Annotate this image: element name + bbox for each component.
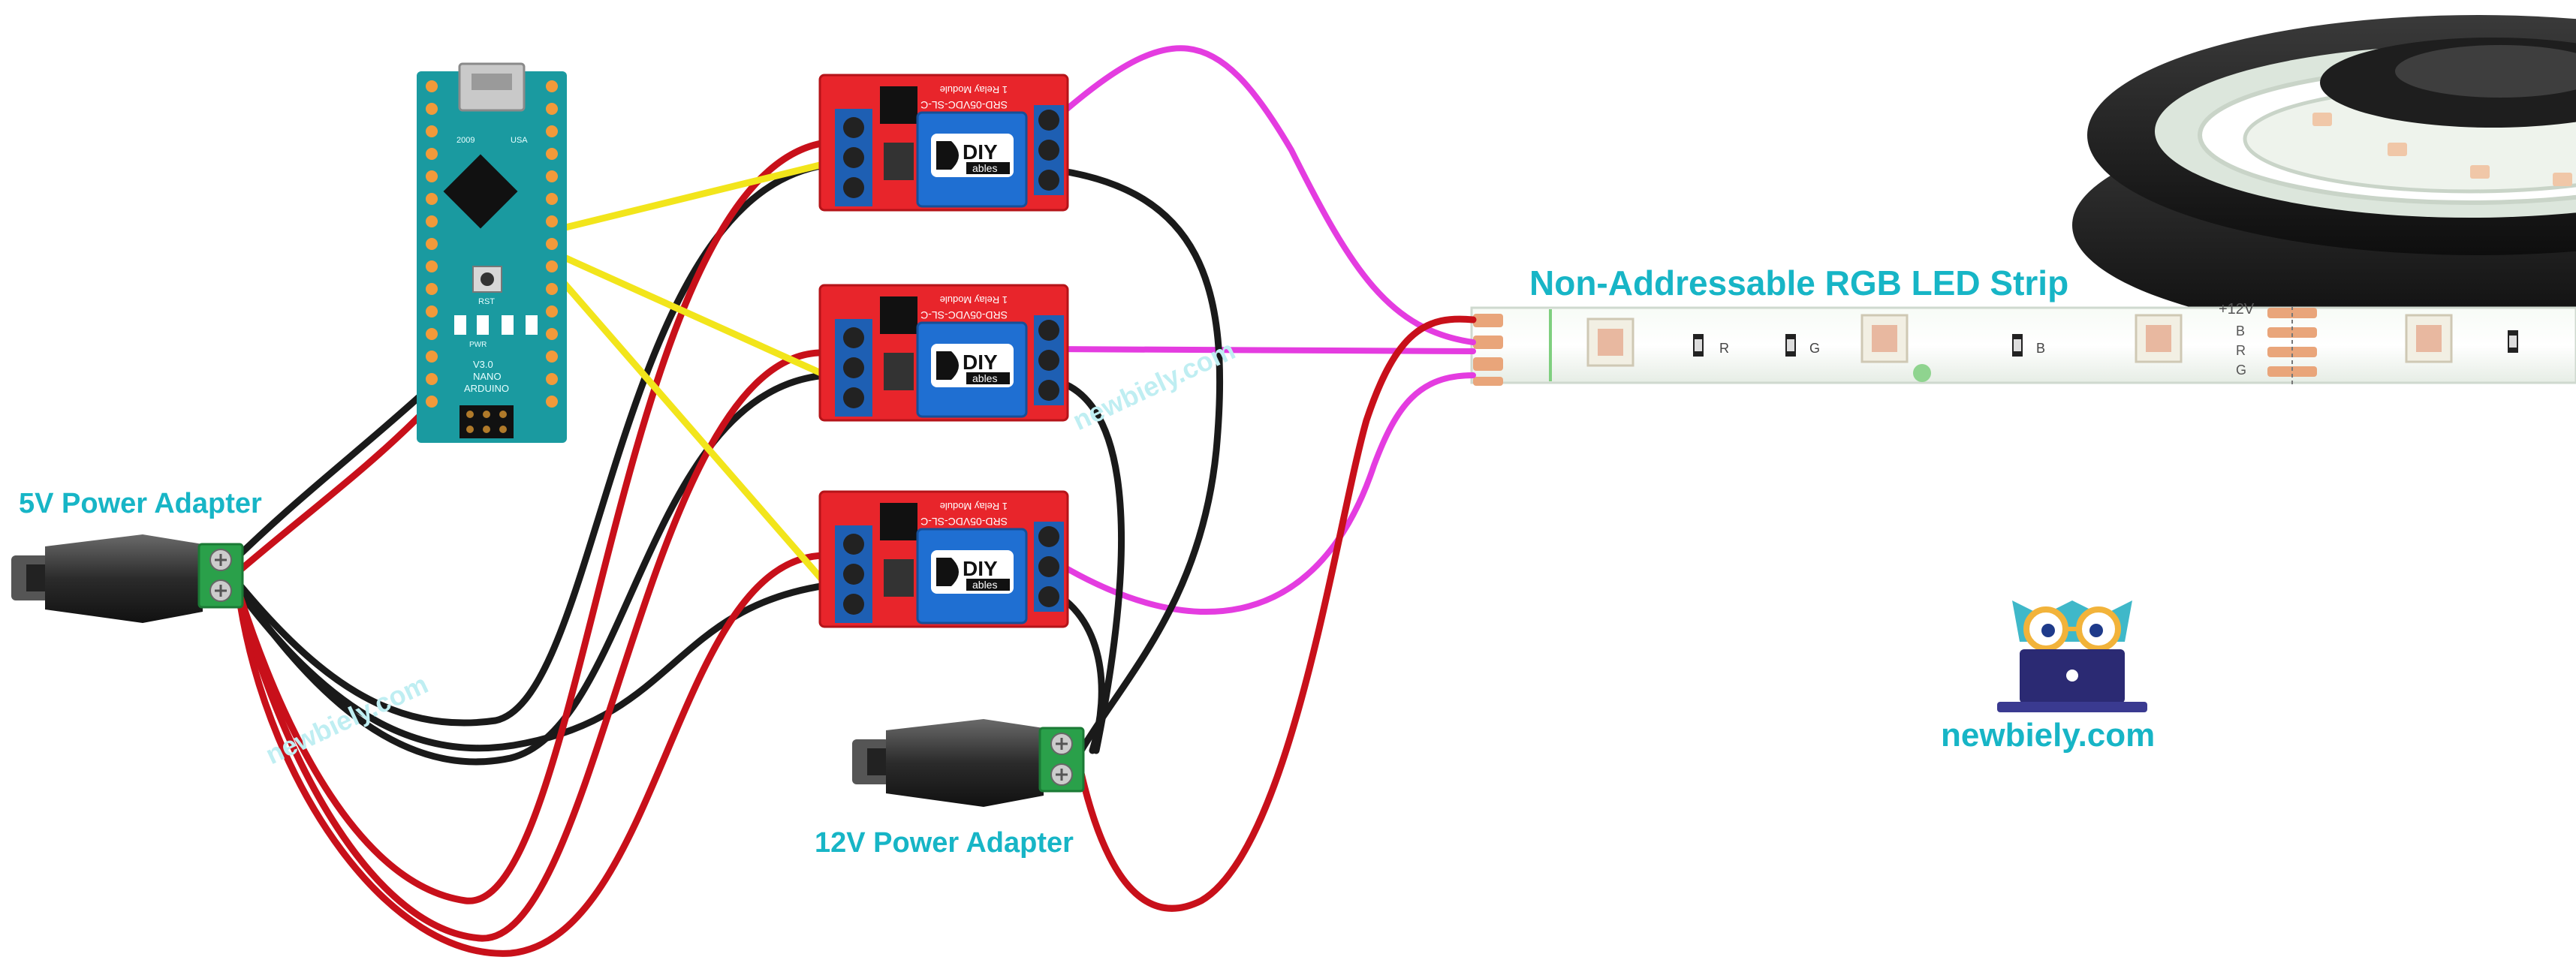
resistor-label-b: B <box>2036 341 2045 356</box>
wire-black <box>1044 375 1125 754</box>
arduino-year-text: 2009 <box>456 136 475 145</box>
wire-red <box>229 405 430 580</box>
pad-label-b: B <box>2236 324 2245 339</box>
resistor-label-r: R <box>1719 341 1729 356</box>
adapter-5v-label: 5V Power Adapter <box>19 488 262 519</box>
relay-module: DIY ables SRD-05VDC-SL-C 1 Relay Module <box>818 490 1069 628</box>
resistor <box>2012 334 2023 357</box>
wire-black <box>237 582 830 752</box>
relay-title-text: 1 Relay Module <box>940 501 1008 512</box>
arduino-nano: RST PWR V3.0 NANO ARDUINO USA 2009 <box>417 62 567 443</box>
relay-title-text: 1 Relay Module <box>940 294 1008 305</box>
wire-red <box>237 349 830 942</box>
wire-black <box>1044 165 1224 754</box>
led-chip <box>1860 314 1909 363</box>
led-strip: R G B +12V B R G <box>1470 301 2576 386</box>
newbiely-owl-logo <box>1997 600 2147 712</box>
led-strip-label: Non-Addressable RGB LED Strip <box>1529 263 2069 302</box>
led-chip <box>1586 317 1634 367</box>
brand-label: newbiely.com <box>1941 717 2156 754</box>
relay-model-text: SRD-05VDC-SL-C <box>920 516 1008 528</box>
relay-model-text: SRD-05VDC-SL-C <box>920 309 1008 321</box>
led-chip <box>2135 314 2183 363</box>
power-adapter-5v <box>11 534 244 623</box>
wire-black <box>237 161 830 727</box>
wire-yellow <box>556 274 830 588</box>
relay-logo-bottom: ables <box>972 579 997 591</box>
wire-red <box>237 552 830 957</box>
arduino-board-text: ARDUINO <box>464 383 509 394</box>
arduino-reset-label: RST <box>478 297 495 306</box>
relay-logo-top: DIY <box>963 351 998 374</box>
wire-yellow <box>556 251 830 379</box>
relay-logo-bottom: ables <box>972 372 997 384</box>
wire-magenta <box>1044 346 1476 354</box>
strip-input-pads <box>1473 314 1503 386</box>
adapter-12v-label: 12V Power Adapter <box>815 827 1074 859</box>
arduino-version-text: V3.0 <box>473 359 493 370</box>
relay-model-text: SRD-05VDC-SL-C <box>920 99 1008 111</box>
pad-label-r: R <box>2236 343 2246 358</box>
arduino-leds <box>454 315 538 335</box>
arduino-left-pins <box>426 80 438 408</box>
led-chip <box>2405 314 2453 363</box>
relay-module: DIY ables SRD-05VDC-SL-C 1 Relay Module <box>818 74 1069 212</box>
wire-black <box>229 387 430 565</box>
wire-yellow <box>556 160 830 233</box>
pad-label-12v: +12V <box>2219 301 2255 317</box>
resistor-label-g: G <box>1809 341 1820 356</box>
resistor <box>1693 334 1704 357</box>
relay-logo-top: DIY <box>963 557 998 580</box>
led-strip-reel <box>2072 15 2576 338</box>
wire-red <box>237 139 830 904</box>
wire-magenta <box>1044 45 1476 345</box>
relay-title-text: 1 Relay Module <box>940 84 1008 95</box>
pad-label-g: G <box>2236 363 2246 378</box>
arduino-right-pins <box>546 80 558 408</box>
relay-module: DIY ables SRD-05VDC-SL-C 1 Relay Module <box>818 284 1069 422</box>
resistor <box>1785 334 1796 357</box>
power-adapter-12v <box>852 719 1085 807</box>
arduino-pwr-label: PWR <box>469 341 487 349</box>
relay-logo-top: DIY <box>963 140 998 164</box>
arduino-model-text: NANO <box>473 371 502 382</box>
relay-logo-bottom: ables <box>972 162 997 174</box>
arduino-country-text: USA <box>511 136 528 145</box>
resistor <box>2508 330 2518 353</box>
wire-red <box>1077 315 1477 912</box>
